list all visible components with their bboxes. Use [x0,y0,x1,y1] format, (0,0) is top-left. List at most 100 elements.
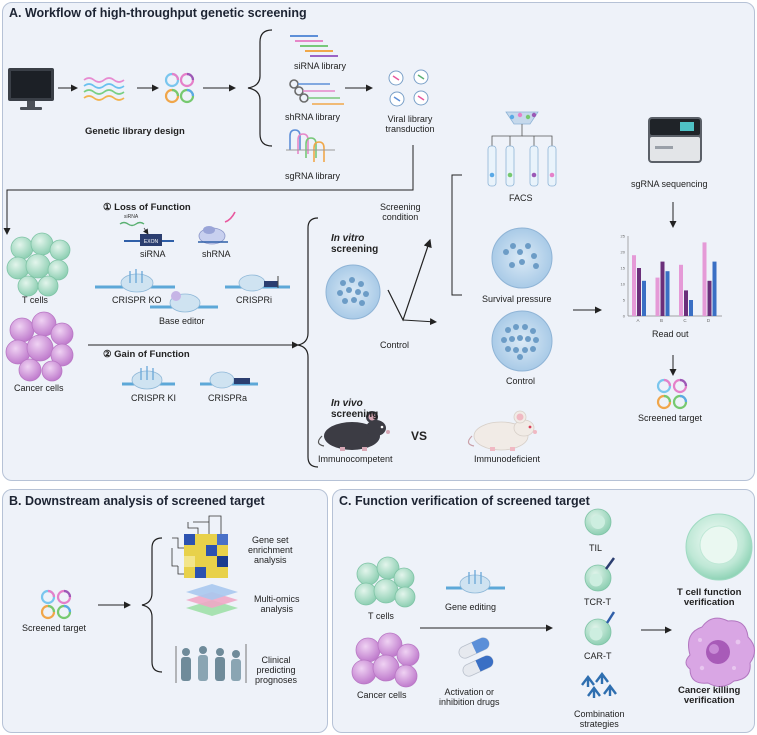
screening-brace [297,217,319,468]
sequencer-icon [648,117,702,163]
multi-omics-layers-icon [186,584,238,616]
chart-y-tick: 10 [621,282,626,287]
big-cancer-cell-icon [685,617,755,687]
cancer-cells-label: Cancer cells [14,383,64,393]
chart-bar [702,242,707,316]
dna-sequence-icon [83,77,125,101]
control-branch-label: Control [380,340,410,350]
vs-label: VS [411,429,428,443]
panel-c-cancer-cells-icon [351,632,420,688]
panel-c-cancer-cells-label: Cancer cells [357,690,407,700]
t-cells-cluster-icon [6,232,71,297]
control-dish-icon [491,310,553,372]
chart-bar [632,255,636,316]
tcr-t-cell-icon [584,557,616,592]
chart-bar [665,271,670,316]
chart-bar [642,280,646,316]
panel-c-t-cells-label: T cells [368,611,394,621]
gain-of-function-label: ② Gain of Function [103,349,190,360]
chart-bar [689,300,693,316]
screened-target-plasmid-icon [656,378,688,410]
chart-bar [637,268,641,316]
drug-capsules-icon [458,637,494,677]
immunodeficient-mouse-icon [467,410,537,451]
loss-of-function-label: ① Loss of Function [103,202,191,213]
chart-y-tick: 20 [621,250,626,255]
car-t-label: CAR-T [584,651,612,661]
panel-b-screened-target-icon [40,589,72,620]
immunodeficient-label: Immunodeficient [474,454,541,464]
chart-bar [707,280,712,316]
chart-x-tick: C [683,318,687,323]
survival-pressure-label: Survival pressure [482,294,552,304]
genetic-library-design-label: Genetic library design [85,126,185,137]
til-label: TIL [589,543,603,553]
t-cells-label: T cells [22,295,48,305]
chart-y-tick: 0 [623,314,626,319]
chart-bar [712,261,717,316]
sgrna-library-label: sgRNA library [285,171,341,181]
til-cell-icon [584,508,612,536]
chart-bar [660,261,665,316]
library-brace [247,29,273,147]
virus-particles-icon [388,69,429,107]
panel-b-screened-target-label: Screened target [22,623,87,633]
immunocompetent-label: Immunocompetent [318,454,393,464]
tcr-t-label: TCR-T [584,597,611,607]
sirna-library-icon [290,35,338,57]
chart-y-tick: 15 [621,266,626,271]
panel-b-title: B. Downstream analysis of screened targe… [9,494,265,508]
crispr-ki-icon [122,366,175,390]
base-editor-icon [150,291,218,313]
read-out-label: Read out [652,329,689,339]
shrna-library-label: shRNA library [285,112,341,122]
heatmap-icon [171,515,228,578]
combination-antibodies-icon [581,672,617,698]
gene-exon-tag: EXON [144,239,159,245]
facs-label: FACS [509,193,533,203]
plasmid-icon [164,72,195,104]
gene-editing-label: Gene editing [445,602,497,612]
clinical-patients-icon [175,644,247,683]
sirna-label: siRNA [140,249,166,259]
crispr-ko-icon [95,269,175,293]
chart-bar [655,277,660,316]
sirna-molecule-tag: siRNA [124,214,139,220]
computer-monitor-icon [8,68,54,110]
shrna-complex-icon [198,211,236,245]
crispr-ko-label: CRISPR KO [112,295,162,305]
shrna-label: shRNA [202,249,231,259]
survival-dish-icon [491,227,553,289]
panel-c-title: C. Function verification of screened tar… [339,494,590,508]
screened-target-label: Screened target [638,413,703,423]
immunocompetent-mouse-icon [317,411,390,451]
sirna-gene-icon: EXON siRNA [119,214,174,246]
sgrna-sequencing-label: sgRNA sequencing [631,179,708,189]
chart-x-tick: B [660,318,663,323]
sirna-library-label: siRNA library [294,61,347,71]
car-t-cell-icon [584,611,616,646]
crispra-icon [200,371,258,389]
gene-editing-icon [446,570,505,594]
in-vitro-dish-icon [325,264,381,320]
chart-bar [679,264,683,316]
chart-x-tick: A [636,318,639,323]
sgrna-library-icon [286,129,335,162]
panel-a-title: A. Workflow of high-throughput genetic s… [9,6,307,20]
chart-y-tick: 5 [623,298,626,303]
cancer-cells-cluster-icon [5,311,74,382]
shrna-library-icon [289,79,344,105]
big-t-cell-icon [685,513,753,581]
crispr-ki-label: CRISPR KI [131,393,177,403]
